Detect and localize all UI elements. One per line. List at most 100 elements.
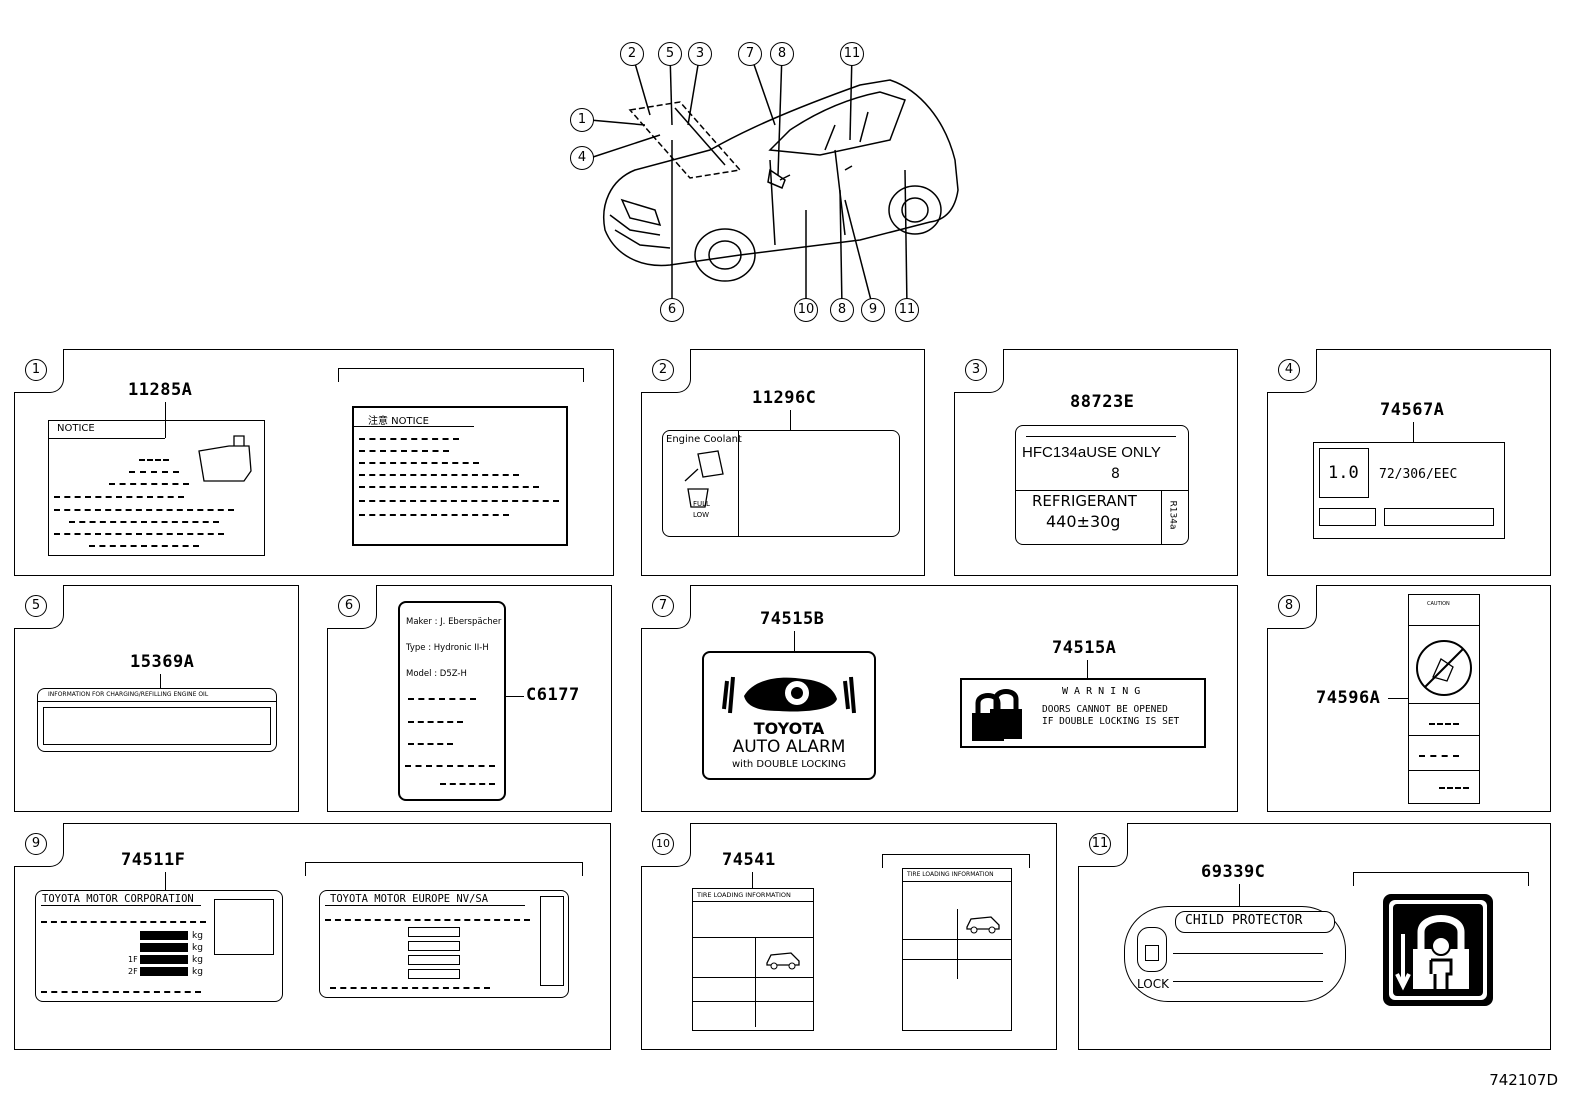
panel-number: 6 bbox=[338, 595, 360, 617]
hfc-text: HFC134aUSE ONLY bbox=[1022, 444, 1161, 461]
callout-5: 5 bbox=[658, 42, 682, 66]
panel-number: 1 bbox=[25, 359, 47, 381]
kg-2: kg bbox=[192, 943, 203, 953]
panel-6: 6 Maker : J. Eberspächer Type : Hydronic… bbox=[327, 585, 612, 812]
panel-11: 11 69339C CHILD PROTECTOR LOCK bbox=[1078, 823, 1551, 1050]
callout-8-top: 8 bbox=[770, 42, 794, 66]
panel-tab: 1 bbox=[14, 349, 64, 393]
panel-9: 9 74511F TOYOTA MOTOR CORPORATION kg kg … bbox=[14, 823, 611, 1050]
panel-tab: 2 bbox=[641, 349, 691, 393]
front-axle: 1F bbox=[128, 955, 138, 964]
vin-plate-jp: TOYOTA MOTOR CORPORATION kg kg kg kg 1F … bbox=[35, 890, 283, 1002]
caution-text: CAUTION bbox=[1427, 601, 1450, 607]
value-2: 72/306/EEC bbox=[1379, 467, 1458, 482]
r134a-side-text: R134a bbox=[1167, 500, 1178, 530]
oil-info-label: INFORMATION FOR CHARGING/REFILLING ENGIN… bbox=[37, 688, 277, 752]
callout-10: 10 bbox=[794, 298, 818, 322]
panel-number: 7 bbox=[652, 595, 674, 617]
warning-label: W A R N I N G DOORS CANNOT BE OPENED IF … bbox=[960, 678, 1206, 748]
alarm-car-icon bbox=[722, 676, 856, 714]
diagram-id: 742107D bbox=[1489, 1071, 1558, 1089]
callout-1: 1 bbox=[570, 108, 594, 132]
child-protector-label: CHILD PROTECTOR LOCK bbox=[1124, 906, 1346, 1002]
panel-tab: 5 bbox=[14, 585, 64, 629]
notice-text: NOTICE bbox=[57, 423, 95, 434]
panel-number: 11 bbox=[1089, 833, 1111, 855]
callout-7: 7 bbox=[738, 42, 762, 66]
tire-title-2: TIRE LOADING INFORMATION bbox=[907, 871, 994, 878]
car-icon-2 bbox=[966, 916, 1000, 934]
coolant-text: Engine Coolant bbox=[666, 434, 742, 445]
kg-1: kg bbox=[192, 931, 203, 941]
car-overview: 2 5 3 7 8 11 1 4 6 10 8 9 11 bbox=[560, 30, 980, 330]
notice-label-jp: 注意 NOTICE bbox=[352, 406, 568, 546]
part-number-b: 74515B bbox=[760, 609, 825, 629]
panel-number: 2 bbox=[652, 359, 674, 381]
kg-4: kg bbox=[192, 967, 203, 977]
warning-line-1: DOORS CANNOT BE OPENED bbox=[1042, 704, 1168, 715]
part-number: 11296C bbox=[752, 388, 817, 408]
panel-tab: 9 bbox=[14, 823, 64, 867]
child-lock-icon bbox=[1383, 894, 1493, 1006]
panel-tab: 11 bbox=[1078, 823, 1128, 867]
double-lock-text: with DOUBLE LOCKING bbox=[731, 759, 847, 770]
heater-label: Maker : J. Eberspächer Type : Hydronic I… bbox=[398, 601, 506, 801]
corp-text: TOYOTA MOTOR CORPORATION bbox=[42, 893, 194, 905]
type-text: Type : Hydronic II-H bbox=[406, 643, 489, 653]
part-number: C6177 bbox=[526, 685, 580, 705]
callout-11-bottom: 11 bbox=[895, 298, 919, 322]
callout-2: 2 bbox=[620, 42, 644, 66]
kg-3: kg bbox=[192, 955, 203, 965]
model-text: Model : D5Z-H bbox=[406, 669, 467, 679]
oil-reservoir-icon bbox=[198, 435, 252, 482]
maker-text: Maker : J. Eberspächer bbox=[406, 617, 502, 627]
callout-9: 9 bbox=[861, 298, 885, 322]
panel-number: 8 bbox=[1278, 595, 1300, 617]
lock-text: LOCK bbox=[1137, 977, 1169, 991]
warning-title: W A R N I N G bbox=[1062, 686, 1141, 697]
alarm-text: AUTO ALARM bbox=[732, 737, 846, 757]
notice-label: NOTICE bbox=[48, 420, 265, 556]
callout-11-top: 11 bbox=[840, 42, 864, 66]
europe-text: TOYOTA MOTOR EUROPE NV/SA bbox=[330, 893, 489, 905]
notice-jp-text: 注意 NOTICE bbox=[368, 416, 429, 427]
panel-number: 9 bbox=[25, 833, 47, 855]
panel-tab: 4 bbox=[1267, 349, 1317, 393]
warning-line-2: IF DOUBLE LOCKING IS SET bbox=[1042, 716, 1180, 727]
value-1: 1.0 bbox=[1328, 463, 1359, 483]
panel-tab: 8 bbox=[1267, 585, 1317, 629]
part-number-a: 74515A bbox=[1052, 638, 1117, 658]
tire-title-1: TIRE LOADING INFORMATION bbox=[697, 891, 791, 899]
panel-2: 2 11296C Engine Coolant FULL LOW bbox=[641, 349, 925, 576]
tire-label-2: TIRE LOADING INFORMATION bbox=[902, 868, 1012, 1031]
full-text: FULL bbox=[693, 500, 710, 508]
emission-label: 1.0 72/306/EEC bbox=[1313, 442, 1505, 539]
rear-axle: 2F bbox=[128, 967, 138, 976]
panel-number: 4 bbox=[1278, 359, 1300, 381]
tire-label-1: TIRE LOADING INFORMATION bbox=[692, 888, 814, 1031]
panel-number: 5 bbox=[25, 595, 47, 617]
panel-tab: 6 bbox=[327, 585, 377, 629]
panel-number: 3 bbox=[965, 359, 987, 381]
panel-5: 5 15369A INFORMATION FOR CHARGING/REFILL… bbox=[14, 585, 299, 812]
panel-tab: 3 bbox=[954, 349, 1004, 393]
panel-tab: 7 bbox=[641, 585, 691, 629]
coolant-pour-icon bbox=[684, 450, 724, 508]
no-child-seat-icon bbox=[1416, 640, 1472, 696]
brand-text: TOYOTA bbox=[753, 719, 825, 738]
car-icon bbox=[766, 952, 800, 970]
part-number: 74596A bbox=[1316, 688, 1381, 708]
callout-8-bottom: 8 bbox=[830, 298, 854, 322]
part-number: 74511F bbox=[121, 850, 186, 870]
part-number: 69339C bbox=[1201, 862, 1266, 882]
panel-8: 8 74596A CAUTION bbox=[1267, 585, 1551, 812]
part-number: 88723E bbox=[1070, 392, 1135, 412]
padlock-icon bbox=[972, 689, 1022, 741]
child-protector-text: CHILD PROTECTOR bbox=[1185, 913, 1303, 928]
panel-10: 10 74541 TIRE LOADING INFORMATION TIRE L… bbox=[641, 823, 1057, 1050]
panel-3: 3 88723E HFC134aUSE ONLY 8 REFRIGERANT 4… bbox=[954, 349, 1238, 576]
part-number: 11285A bbox=[128, 380, 193, 400]
callout-3: 3 bbox=[688, 42, 712, 66]
panel-7: 7 74515B TOYOTA AUTO ALARM with DOUBLE L… bbox=[641, 585, 1238, 812]
coolant-label: Engine Coolant FULL LOW bbox=[662, 430, 900, 537]
